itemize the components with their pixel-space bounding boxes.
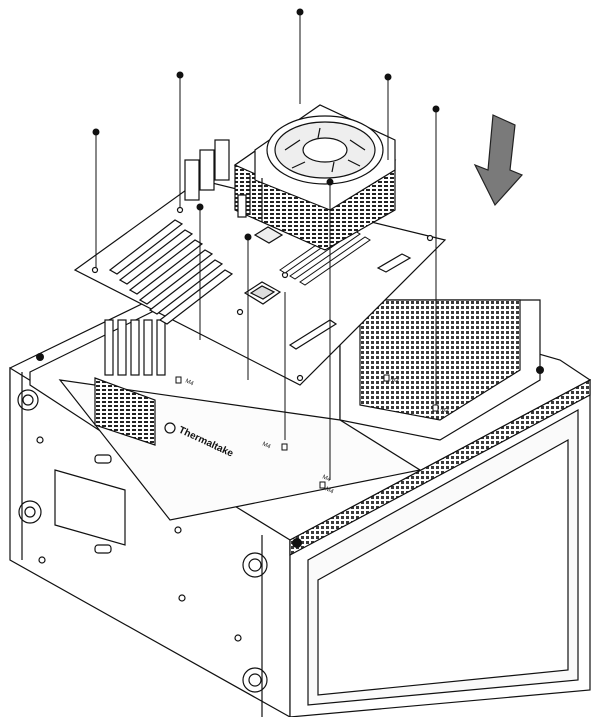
down-arrow-icon: [473, 114, 524, 207]
screw-icon: [92, 128, 100, 268]
standoff-label: M4: [184, 378, 195, 387]
screw-icon: [244, 233, 252, 380]
standoff-label: M4: [439, 406, 450, 415]
chassis-feet: [17, 389, 268, 693]
front-mesh-strip: [289, 379, 591, 556]
mounting-screws: [92, 8, 440, 480]
standoff-label: M4: [321, 474, 332, 483]
screw-icon: [384, 73, 392, 160]
standoff-label: M4: [324, 486, 335, 495]
cpu-cooler: [233, 104, 397, 251]
screw-icon: [176, 71, 184, 208]
expansion-slots: [108, 219, 234, 325]
screw-icon: [196, 203, 204, 340]
standoff-label: M4: [261, 441, 272, 450]
panel-screws: [36, 353, 544, 548]
screw-icon: [432, 105, 440, 405]
cpu-cooler-fan-icon: [266, 115, 384, 185]
standoff-labels: M4 M4 M4 M4 M4 M4: [184, 376, 450, 495]
io-panel: [184, 139, 230, 201]
rear-mesh-panel: [359, 299, 521, 421]
standoffs: [175, 374, 439, 489]
power-connector: [376, 253, 412, 273]
screw-icon: [296, 8, 304, 104]
side-vent: [94, 377, 156, 446]
screw-icon: [326, 178, 334, 480]
standoff-label: M4: [389, 376, 400, 385]
